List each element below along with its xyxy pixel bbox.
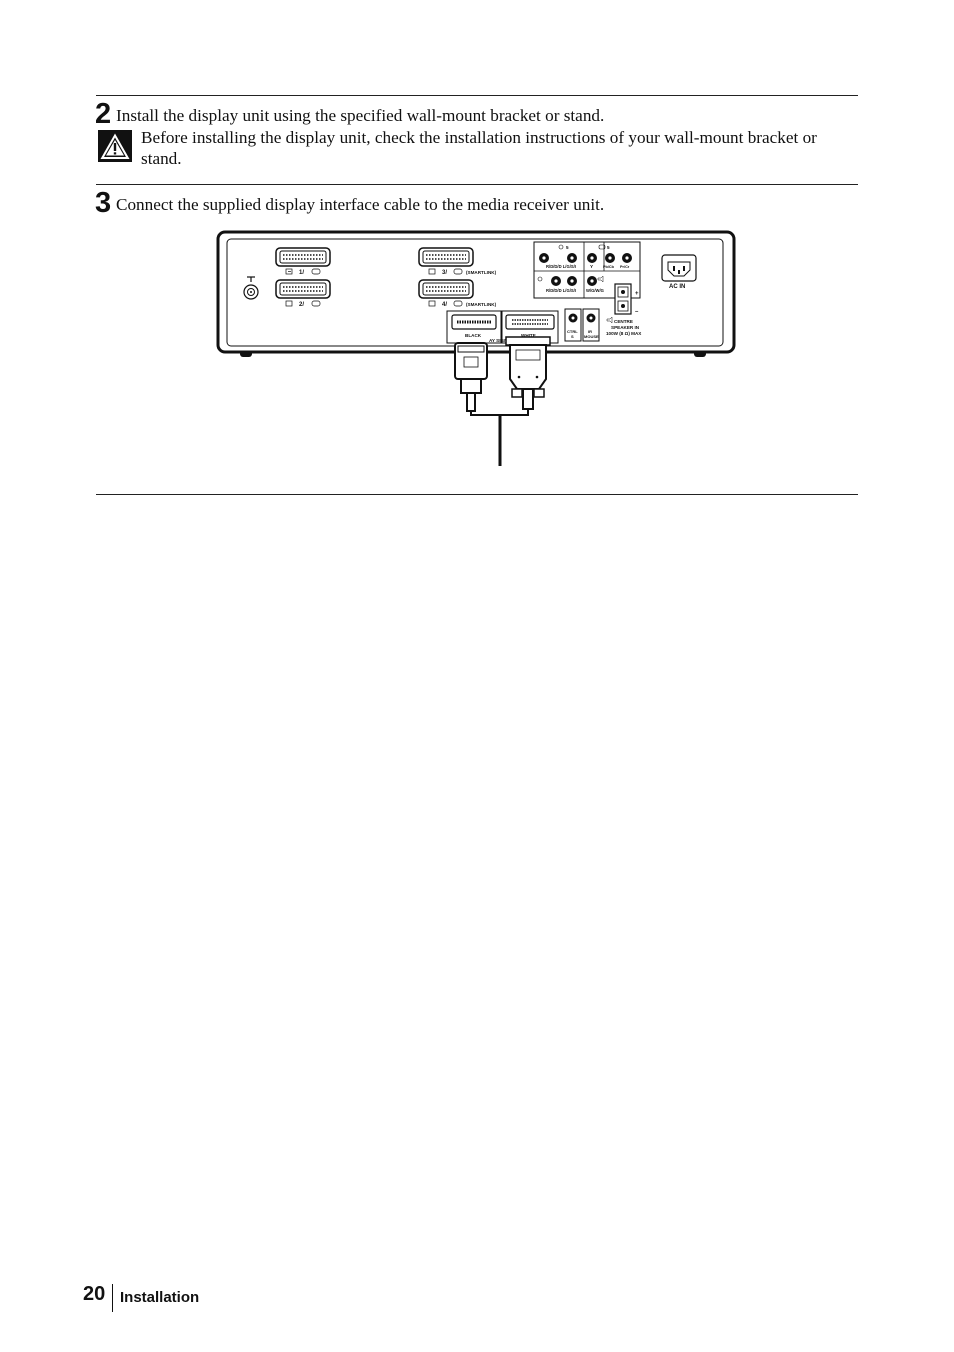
- scart-4-label: 4/: [442, 302, 447, 308]
- scart-connector-3: [418, 247, 474, 267]
- cable-plug-white: [505, 336, 551, 410]
- rdd-ls-bottom-label: R/D/D/D L/G/S/I: [546, 288, 576, 293]
- audio-input-icon: [558, 244, 564, 250]
- top-rule: [96, 95, 858, 96]
- ctrl-label: CTRL: [567, 329, 578, 334]
- scart-1-label: 1/: [299, 270, 304, 276]
- warning-text: Before installing the display unit, chec…: [141, 128, 817, 168]
- step-2-number: 2: [95, 98, 112, 130]
- scart-output-icon: [453, 268, 463, 275]
- headphone-icon: [537, 276, 543, 282]
- pb-label: Pb/Cb: [603, 265, 615, 269]
- ctrl-s-label: S: [571, 334, 574, 339]
- black-label: BLACK: [465, 333, 482, 338]
- display-out-black-port: [446, 310, 502, 344]
- scart-connector-1: [275, 247, 331, 267]
- bottom-rule: [96, 494, 858, 495]
- scart-input-icon: [285, 268, 293, 275]
- white-label: WHITE: [521, 333, 536, 338]
- speaker-icon: [606, 316, 613, 324]
- smartlink-label-4: (SMARTLINK): [466, 302, 497, 307]
- wgwg-label: W/G/W/G: [586, 288, 604, 293]
- scart-connector-2: [275, 279, 331, 299]
- scart-output-icon: [311, 300, 321, 307]
- y-label: Y: [590, 264, 593, 269]
- step-divider: [96, 184, 858, 185]
- scart-3-label: 3/: [442, 270, 447, 276]
- smartlink-label-3: (SMARTLINK): [466, 270, 497, 275]
- step-3-text: Connect the supplied display interface c…: [116, 195, 605, 214]
- ac-in-label: AC IN: [669, 284, 685, 290]
- section-title: Installation: [120, 1289, 200, 1306]
- scart-input-icon: [285, 300, 293, 307]
- scart-connector-4: [418, 279, 474, 299]
- plus-label: +: [635, 291, 639, 297]
- step-2-text: Install the display unit using the speci…: [116, 106, 605, 125]
- media-receiver-rear-panel-diagram: 1/ 2/ 3/ (SMARTLINK) 4/: [216, 230, 736, 466]
- component-input-icon: [598, 244, 606, 250]
- scart-output-icon: [311, 268, 321, 275]
- scart-input-icon: [428, 300, 436, 307]
- speaker-output-icon: [597, 275, 604, 283]
- scart-output-icon: [453, 300, 463, 307]
- speaker-in-label: SPEAKER IN: [611, 325, 640, 330]
- ir-label: IR: [588, 329, 592, 334]
- centre-speaker-terminal: [614, 283, 632, 315]
- warning-icon: [98, 130, 132, 162]
- scart-input-icon: [428, 268, 436, 275]
- minus-label: –: [635, 309, 639, 315]
- cable-plug-black: [454, 342, 488, 412]
- ac-inlet: [661, 254, 697, 282]
- av-input-panel: [533, 241, 641, 299]
- input-5-label-b: 5: [607, 245, 610, 250]
- centre-label: CENTRE: [614, 319, 633, 324]
- scart-2-label: 2/: [299, 302, 304, 308]
- rdd-ls-top-label: R/D/D/D L/G/S/I: [546, 264, 576, 269]
- pr-label: Pr/Cr: [620, 265, 630, 269]
- input-5-label-a: 5: [566, 245, 569, 250]
- display-out-label: AY SIGN: [489, 338, 508, 343]
- ctrl-s-jack: [564, 308, 582, 342]
- step-3-number: 3: [95, 187, 112, 219]
- speaker-spec-label: 100W (8 Ω) MAX: [606, 331, 642, 336]
- ir-mouse-jack: [582, 308, 600, 342]
- mouse-label: MOUSE: [584, 334, 599, 339]
- antenna-icon: [243, 276, 259, 300]
- footer-divider: [112, 1284, 113, 1312]
- page-number: 20: [83, 1283, 106, 1305]
